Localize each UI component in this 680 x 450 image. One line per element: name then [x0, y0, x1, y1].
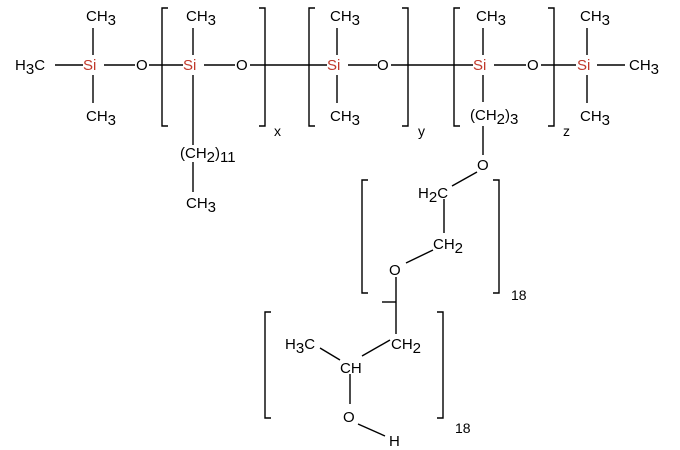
bracket-x-left [161, 7, 168, 127]
label-z-si: Si [473, 57, 486, 74]
label-y-bottom-ch3: CH3 [330, 108, 360, 129]
label-left-h3c: H3C [15, 57, 45, 78]
bracket-peg-right [493, 179, 500, 294]
bracket-peg-left [361, 179, 368, 294]
label-left-bottom-ch3: CH3 [86, 108, 116, 129]
label-ppg-h: H [389, 433, 400, 450]
label-z-top-ch3: CH3 [476, 8, 506, 29]
label-ppg-h3c: H3C [285, 336, 315, 357]
bracket-ppg-right [437, 311, 444, 419]
repeat-label-x: x [274, 123, 281, 139]
repeat-brackets [161, 7, 555, 419]
bracket-z-right [548, 7, 555, 127]
label-right-top-ch3: CH3 [580, 8, 610, 29]
label-o1: O [136, 57, 148, 74]
label-ppg-ch: CH [340, 360, 362, 377]
bracket-z-left [453, 7, 460, 127]
label-right-si: Si [577, 57, 590, 74]
label-x-top-ch3: CH3 [186, 8, 216, 29]
label-x-terminal-ch3: CH3 [186, 195, 216, 216]
repeat-label-propylene: 18 [455, 420, 471, 436]
label-peg-h2c: H2C [418, 185, 448, 206]
label-ppg-ch2: CH2 [391, 336, 421, 357]
label-left-si: Si [83, 57, 96, 74]
label-left-top-ch3: CH3 [86, 8, 116, 29]
label-z-ch2-group: (CH2)3 [470, 107, 518, 128]
label-o2: O [236, 57, 248, 74]
label-x-ch2-group: (CH2)11 [180, 145, 236, 166]
label-ppg-o: O [343, 409, 355, 426]
bond-lines [55, 28, 625, 437]
repeat-label-y: y [418, 123, 425, 139]
repeat-label-z: z [563, 123, 570, 139]
label-peg-ch2: CH2 [433, 236, 463, 257]
bracket-y-left [308, 7, 315, 127]
atom-labels: H3C CH3 CH3 Si O CH3 Si O (CH2)11 CH3 x … [15, 8, 659, 450]
bracket-ppg-left [264, 311, 271, 419]
label-ether-o: O [477, 157, 489, 174]
label-y-si: Si [327, 57, 340, 74]
label-y-top-ch3: CH3 [330, 8, 360, 29]
label-right-ch3: CH3 [629, 57, 659, 78]
bracket-y-right [402, 7, 409, 127]
label-o3: O [377, 57, 389, 74]
label-peg-o: O [389, 262, 401, 279]
bracket-x-right [259, 7, 266, 127]
repeat-label-ethylene: 18 [511, 287, 527, 303]
label-right-bottom-ch3: CH3 [580, 108, 610, 129]
label-o4: O [527, 57, 539, 74]
label-x-si: Si [183, 57, 196, 74]
